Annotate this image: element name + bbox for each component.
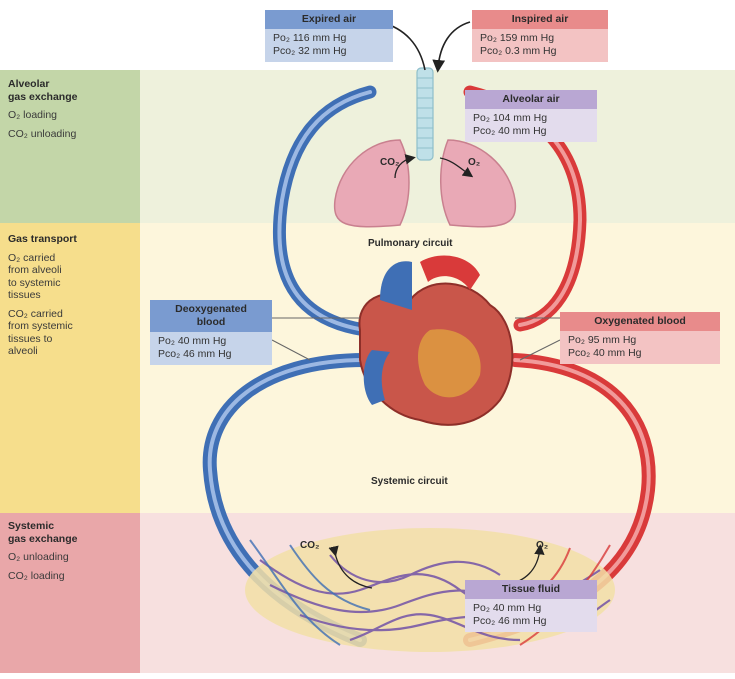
alveolar-exchange-title: Alveolar gas exchange — [8, 78, 136, 103]
co2-unloading-text: CO₂ unloading — [8, 128, 136, 141]
gas-transport-title: Gas transport — [8, 233, 136, 246]
alveolar-po2: Po₂ 104 mm Hg — [465, 109, 597, 125]
alveolar-exchange-section: Alveolar gas exchange O₂ loading CO₂ unl… — [8, 78, 136, 146]
expired-air-box: Expired air Po₂ 116 mm Hg Pco₂ 32 mm Hg — [265, 10, 393, 62]
co2-transport-text: CO₂ carried from systemic tissues to alv… — [8, 308, 136, 358]
pulmonary-circuit-label: Pulmonary circuit — [368, 238, 452, 249]
expired-po2: Po₂ 116 mm Hg — [265, 29, 393, 45]
systemic-circuit-label: Systemic circuit — [371, 476, 448, 487]
inspired-po2: Po₂ 159 mm Hg — [472, 29, 608, 45]
tissue-fluid-box: Tissue fluid Po₂ 40 mm Hg Pco₂ 46 mm Hg — [465, 580, 597, 632]
oxygenated-blood-box: Oxygenated blood Po₂ 95 mm Hg Pco₂ 40 mm… — [560, 312, 720, 364]
tissue-fluid-title: Tissue fluid — [465, 580, 597, 599]
tissue-pco2: Pco₂ 46 mm Hg — [465, 615, 597, 632]
alveolar-air-box: Alveolar air Po₂ 104 mm Hg Pco₂ 40 mm Hg — [465, 90, 597, 142]
o2-unloading-text: O₂ unloading — [8, 551, 136, 564]
alveolar-air-title: Alveolar air — [465, 90, 597, 109]
deoxygenated-po2: Po₂ 40 mm Hg — [150, 332, 272, 348]
o2-tissue-label: O₂ — [536, 540, 548, 551]
o2-lung-label: O₂ — [468, 157, 480, 168]
expired-pco2: Pco₂ 32 mm Hg — [265, 45, 393, 62]
oxygenated-pco2: Pco₂ 40 mm Hg — [560, 347, 720, 364]
heart — [359, 256, 512, 425]
inspired-air-title: Inspired air — [472, 10, 608, 29]
inspired-air-box: Inspired air Po₂ 159 mm Hg Pco₂ 0.3 mm H… — [472, 10, 608, 62]
left-lung — [335, 140, 409, 227]
deoxygenated-title: Deoxygenated blood — [150, 300, 272, 332]
oxygenated-title: Oxygenated blood — [560, 312, 720, 331]
inspired-pco2: Pco₂ 0.3 mm Hg — [472, 45, 608, 62]
co2-loading-text: CO₂ loading — [8, 570, 136, 583]
deoxygenated-blood-box: Deoxygenated blood Po₂ 40 mm Hg Pco₂ 46 … — [150, 300, 272, 365]
o2-loading-text: O₂ loading — [8, 109, 136, 122]
right-lung — [441, 140, 516, 227]
co2-lung-label: CO₂ — [380, 157, 399, 168]
tissue-po2: Po₂ 40 mm Hg — [465, 599, 597, 615]
oxygenated-po2: Po₂ 95 mm Hg — [560, 331, 720, 347]
alveolar-pco2: Pco₂ 40 mm Hg — [465, 125, 597, 142]
expired-air-title: Expired air — [265, 10, 393, 29]
systemic-exchange-title: Systemic gas exchange — [8, 520, 136, 545]
systemic-exchange-section: Systemic gas exchange O₂ unloading CO₂ l… — [8, 520, 136, 588]
gas-transport-section: Gas transport O₂ carried from alveoli to… — [8, 233, 136, 364]
trachea — [417, 68, 433, 160]
o2-transport-text: O₂ carried from alveoli to systemic tiss… — [8, 252, 136, 302]
co2-tissue-label: CO₂ — [300, 540, 319, 551]
deoxygenated-pco2: Pco₂ 46 mm Hg — [150, 348, 272, 365]
inspired-air-arrow — [438, 22, 470, 68]
